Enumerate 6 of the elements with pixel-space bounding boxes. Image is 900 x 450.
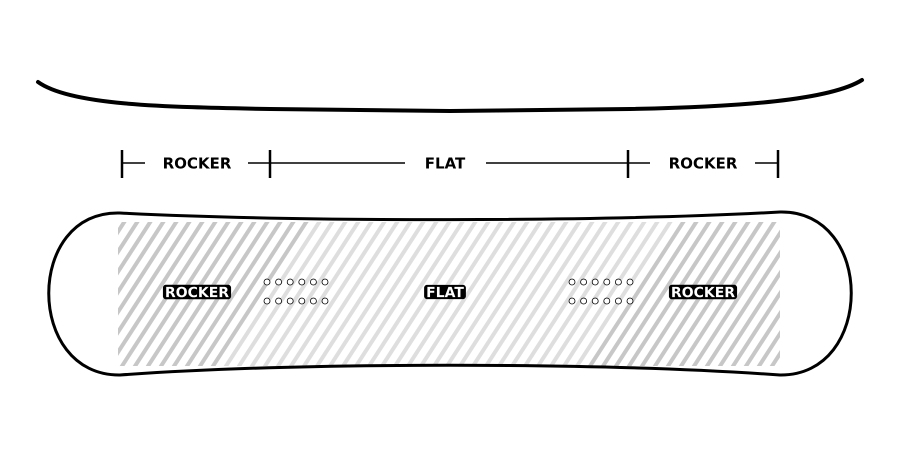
- dimension-label: ROCKER: [164, 157, 232, 169]
- zone-label: ROCKER: [162, 284, 232, 300]
- zone-label: ROCKER: [668, 284, 738, 300]
- dimension-label: ROCKER: [670, 157, 738, 169]
- dimension-label: FLAT: [426, 158, 466, 168]
- zone-label: FLAT: [424, 284, 466, 300]
